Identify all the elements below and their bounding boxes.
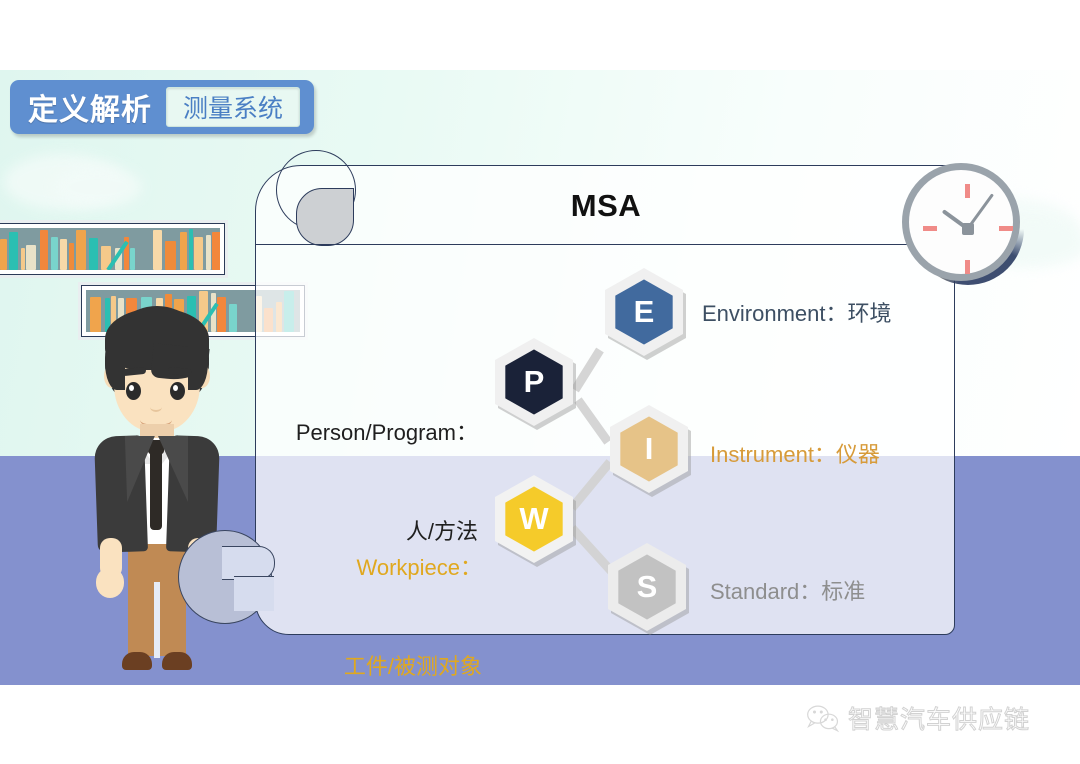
book — [199, 291, 208, 332]
hair-side-right — [188, 344, 208, 390]
eye-left — [126, 382, 141, 400]
leg-gap — [154, 582, 160, 658]
clock-center-pin — [962, 223, 974, 235]
label-workpiece: Workpiece： 工件/被测对象 — [288, 485, 482, 749]
book — [89, 238, 98, 270]
book — [187, 296, 196, 332]
book — [180, 232, 187, 270]
book — [9, 232, 18, 270]
lapel-left — [124, 436, 158, 502]
book — [206, 235, 211, 270]
page-title: MSA — [570, 188, 642, 223]
person-illustration — [60, 306, 250, 685]
book — [212, 232, 220, 270]
book — [76, 230, 86, 270]
label-person-program: Person/Program： 人/方法 — [262, 350, 478, 614]
cloud-shape — [52, 166, 142, 208]
book — [90, 297, 101, 332]
bookshelf-upper — [0, 220, 228, 278]
book — [153, 230, 162, 270]
clock-tick-6 — [965, 260, 970, 274]
shoe-right — [162, 652, 192, 670]
label-workpiece-line1: Workpiece： — [356, 555, 482, 580]
book — [60, 239, 67, 270]
label-instrument: Instrument：仪器 — [710, 442, 880, 467]
book — [51, 237, 58, 270]
nose — [150, 402, 162, 412]
panel-header-divider — [256, 244, 956, 245]
book — [26, 245, 36, 270]
label-standard: Standard：标准 — [710, 579, 866, 604]
hair-side-left — [105, 344, 125, 390]
book — [194, 237, 203, 270]
book — [69, 243, 74, 270]
shoe-left — [122, 652, 152, 670]
clock-icon — [902, 163, 1024, 285]
clock-tick-12 — [965, 184, 970, 198]
book — [115, 248, 122, 270]
book — [40, 230, 48, 270]
watermark: 智慧汽车供应链 — [806, 700, 1030, 736]
bookshelf-books — [0, 228, 220, 270]
book — [229, 304, 237, 332]
eye-right — [170, 382, 185, 400]
book — [165, 241, 176, 270]
book — [189, 229, 193, 270]
watermark-text: 智慧汽车供应链 — [847, 706, 1031, 735]
spiral-ornament-icon — [178, 530, 275, 624]
clock-tick-3 — [999, 226, 1013, 231]
wechat-icon — [807, 705, 840, 733]
section-header-tab: 定义解析 测量系统 — [10, 80, 315, 134]
book — [124, 237, 129, 270]
label-workpiece-line2: 工件/被测对象 — [343, 654, 482, 679]
label-person-program-line2: 人/方法 — [405, 519, 478, 544]
section-subtitle-chip: 测量系统 — [166, 87, 301, 127]
lapel-right — [158, 436, 188, 502]
book — [101, 246, 111, 270]
book — [0, 239, 7, 270]
clock-tick-9 — [923, 226, 937, 231]
clock-face — [902, 163, 1020, 281]
label-person-program-line1: Person/Program： — [295, 420, 478, 445]
label-environment: Environment：环境 — [702, 301, 892, 326]
book — [21, 248, 25, 270]
section-title: 定义解析 — [28, 94, 152, 127]
hand-left — [96, 568, 124, 598]
book — [217, 297, 226, 332]
book — [105, 298, 110, 332]
book — [130, 248, 135, 270]
book — [118, 298, 124, 332]
leaf-ornament-icon — [296, 188, 354, 246]
book — [111, 296, 116, 332]
